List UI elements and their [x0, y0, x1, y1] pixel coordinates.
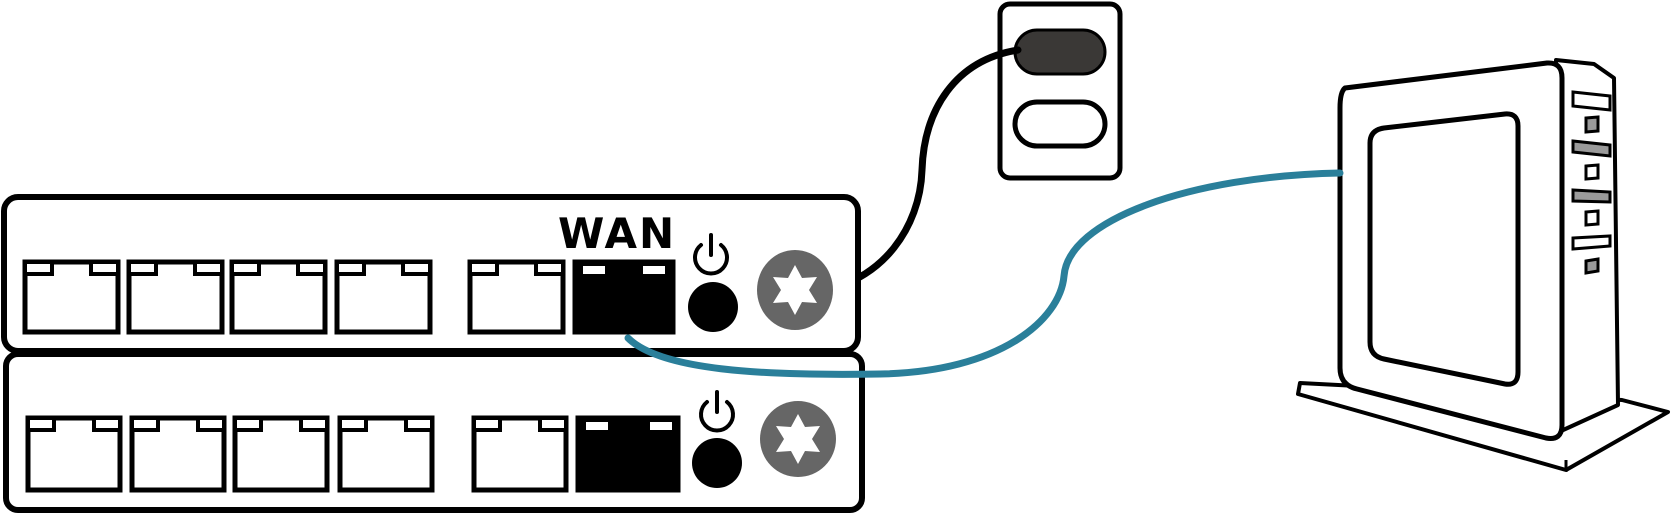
bottom-power-button	[692, 438, 742, 488]
top-power-button	[688, 282, 738, 332]
reset-button-icon	[760, 401, 836, 477]
modem-indicator-lights	[1571, 90, 1612, 275]
power-cable	[826, 46, 1022, 292]
indicator-light	[1571, 139, 1612, 158]
indicator-light	[1584, 163, 1600, 181]
indicator-light	[1584, 257, 1600, 275]
indicator-light	[1584, 209, 1600, 227]
star-icon	[776, 414, 820, 464]
bottom-dark-port	[575, 415, 681, 493]
top-lan-port	[126, 259, 225, 335]
modem-screen	[1367, 111, 1521, 387]
top-wan-port	[572, 259, 676, 335]
top-lan-port	[334, 259, 433, 335]
router-bottom	[3, 351, 865, 513]
outlet-socket-empty	[1012, 99, 1108, 149]
bottom-lan-port	[471, 415, 569, 493]
ethernet-cable	[624, 169, 1344, 378]
modem	[1296, 58, 1670, 472]
power-icon	[693, 233, 729, 276]
router-top: WAN	[1, 194, 861, 354]
outlet-socket-plugged	[1013, 28, 1107, 76]
bottom-lan-port	[25, 415, 123, 493]
top-lan-port	[229, 259, 328, 335]
bottom-lan-port	[232, 415, 330, 493]
power-icon	[699, 390, 735, 433]
indicator-light	[1571, 188, 1612, 204]
wall-outlet	[997, 1, 1123, 181]
star-icon	[773, 265, 817, 315]
top-lan-port	[467, 259, 566, 335]
top-lan-port	[22, 259, 121, 335]
bottom-lan-port	[337, 415, 435, 493]
indicator-light	[1571, 234, 1612, 251]
bottom-lan-port	[129, 415, 227, 493]
indicator-light	[1571, 90, 1612, 112]
wan-label: WAN	[558, 209, 676, 258]
reset-button-icon	[757, 250, 833, 330]
indicator-light	[1584, 115, 1600, 134]
